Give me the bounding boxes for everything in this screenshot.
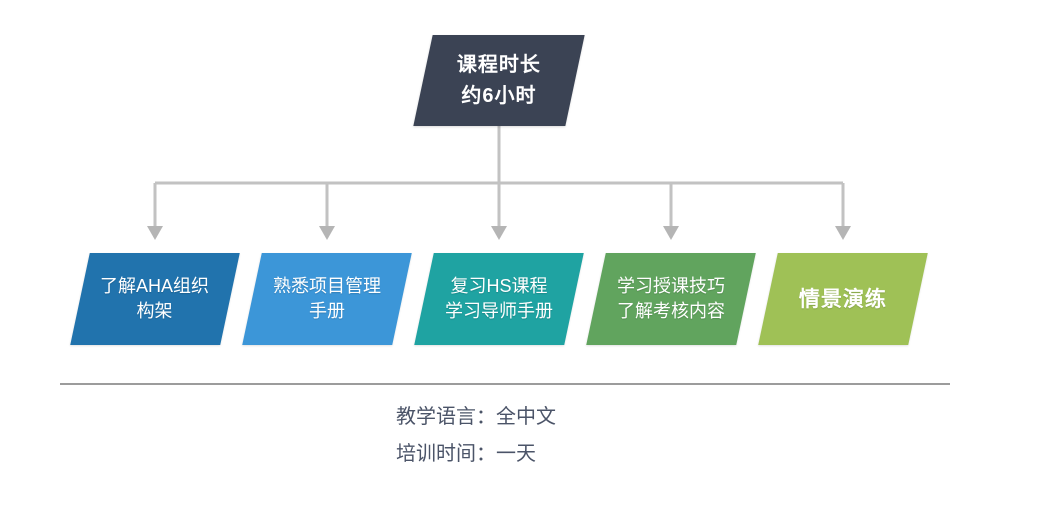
duration-label: 课程时长 约6小时: [457, 53, 541, 107]
arrow-down-icon: [147, 226, 163, 240]
divider-line: [60, 383, 950, 385]
arrow-down-icon: [491, 226, 507, 240]
duration-box: 课程时长 约6小时: [413, 35, 585, 126]
step-scenario-practice: 情景演练: [758, 253, 928, 345]
training-time-text: 培训时间：一天: [396, 443, 536, 465]
step-label: 了解AHA组织 构架: [100, 276, 210, 321]
step-label: 复习HS课程 学习导师手册: [445, 276, 553, 321]
arrow-down-icon: [663, 226, 679, 240]
step-project-management-manual: 熟悉项目管理 手册: [242, 253, 412, 345]
step-label: 熟悉项目管理 手册: [273, 276, 381, 321]
arrow-down-icon: [835, 226, 851, 240]
step-label: 情景演练: [799, 287, 887, 311]
step-teaching-skills: 学习授课技巧 了解考核内容: [586, 253, 756, 345]
teaching-language-text: 教学语言：全中文: [396, 406, 556, 428]
step-understand-aha-structure: 了解AHA组织 构架: [70, 253, 240, 345]
step-review-hs-course: 复习HS课程 学习导师手册: [414, 253, 584, 345]
step-label: 学习授课技巧 了解考核内容: [617, 276, 725, 321]
arrow-down-icon: [319, 226, 335, 240]
footer-info: 教学语言：全中文 培训时间：一天: [396, 399, 556, 473]
